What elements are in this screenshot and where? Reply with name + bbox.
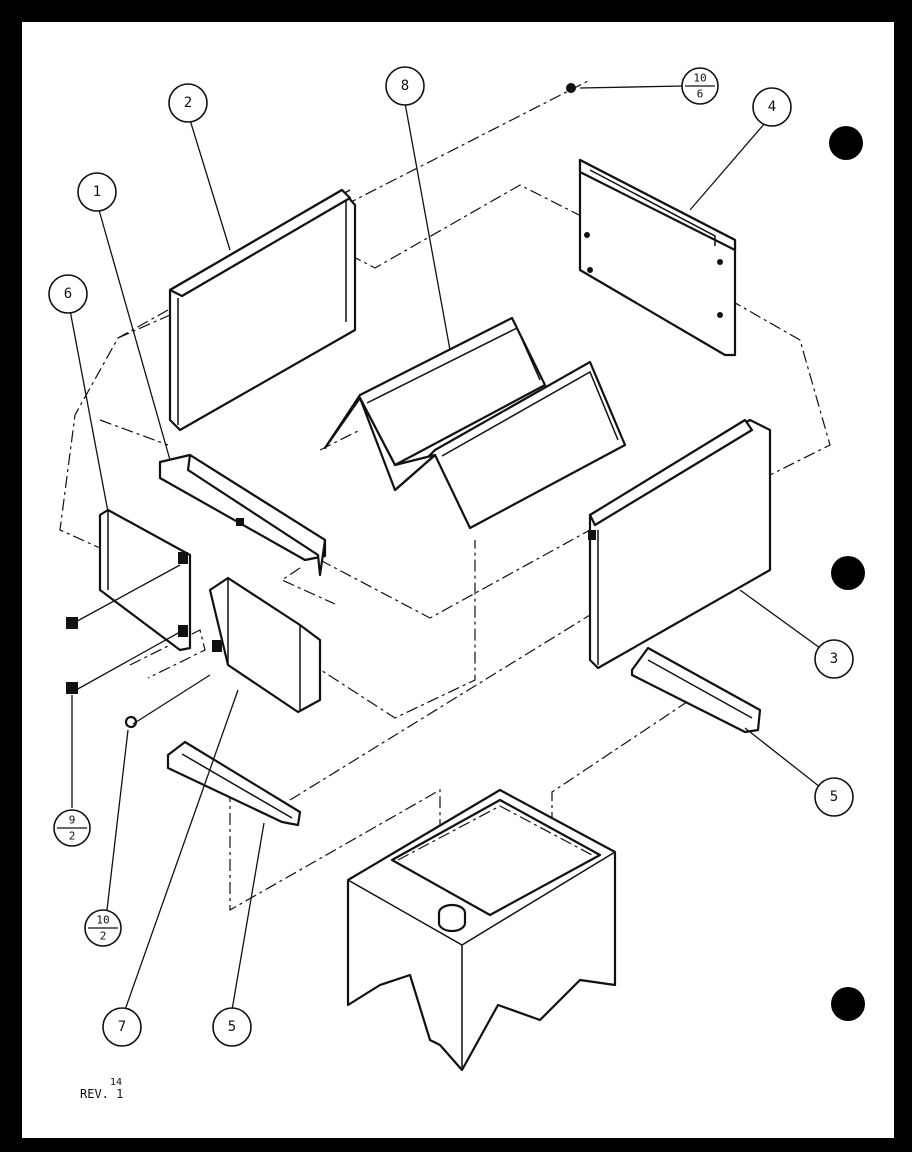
base-cabinet (346, 788, 617, 1072)
revision-superscript: 14 (110, 1077, 122, 1088)
part-6-small-panel (98, 508, 192, 652)
callout-bubble-7: 7 (102, 1007, 142, 1047)
callout-label-1: 1 (93, 184, 101, 200)
part-5-bracket-left (166, 740, 302, 827)
part-4-side-panel (578, 158, 737, 357)
part-1-rail (158, 453, 327, 577)
leader-lines (69, 85, 821, 1011)
fraction-ref-9-2: 9 2 (53, 809, 91, 847)
part-8-folded-filter (323, 316, 627, 530)
part-7-small-panel (208, 576, 322, 714)
callout-label-5-left: 5 (228, 1019, 236, 1035)
fraction-bottom: 2 (100, 930, 107, 943)
callout-label-7: 7 (118, 1019, 126, 1035)
part-2-side-panel (168, 188, 357, 432)
binder-hole-middle (831, 556, 865, 590)
callout-bubble-1: 1 (77, 172, 117, 212)
callout-label-5-right: 5 (830, 789, 838, 805)
part-5-bracket-right (630, 646, 762, 734)
fraction-top: 10 (96, 914, 109, 927)
fraction-top: 9 (69, 814, 76, 827)
callout-label-8: 8 (401, 78, 409, 94)
callout-label-2: 2 (184, 95, 192, 111)
fraction-bottom: 6 (697, 88, 704, 101)
revision-mark: REV. 1 14 (80, 1077, 123, 1101)
binder-hole-top (829, 126, 863, 160)
fraction-bottom: 2 (69, 830, 76, 843)
callout-bubble-4: 4 (752, 87, 792, 127)
revision-text: REV. 1 (80, 1087, 123, 1101)
callout-bubble-3: 3 (814, 639, 854, 679)
callout-label-3: 3 (830, 651, 838, 667)
callout-bubble-5-right: 5 (814, 777, 854, 817)
binder-hole-bottom (831, 987, 865, 1021)
callout-label-6: 6 (64, 286, 72, 302)
callout-label-4: 4 (768, 99, 776, 115)
part-3-front-panel (588, 418, 772, 670)
callout-bubble-6: 6 (48, 274, 88, 314)
callout-bubble-8: 8 (385, 66, 425, 106)
callout-bubble-5-left: 5 (212, 1007, 252, 1047)
fraction-ref-10-2: 10 2 (84, 909, 122, 947)
callout-bubble-2: 2 (168, 83, 208, 123)
fraction-ref-10-6: 10 6 (681, 67, 719, 105)
fraction-top: 10 (693, 72, 706, 85)
